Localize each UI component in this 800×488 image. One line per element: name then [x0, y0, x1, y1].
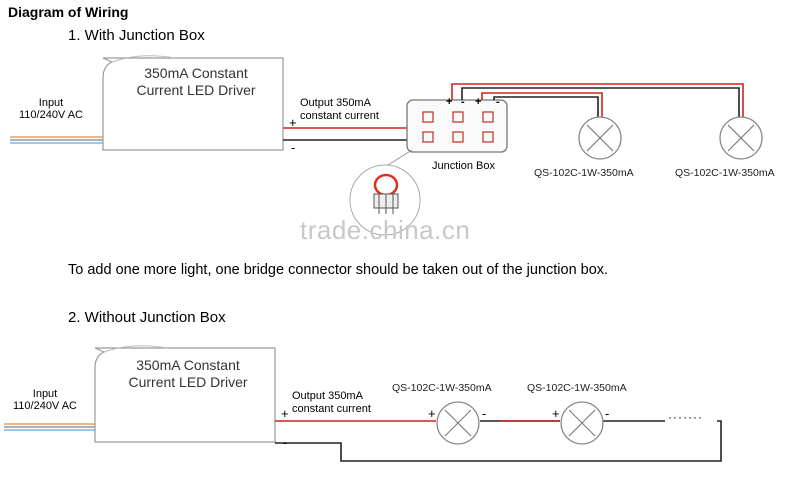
section1-heading: 1. With Junction Box	[68, 27, 205, 44]
section1-light1-label: QS-102C-1W-350mA	[534, 167, 634, 179]
light-1	[578, 116, 622, 160]
junction-terminals	[422, 111, 494, 143]
section2-input-line1: Input	[32, 388, 58, 400]
diagram-title: Diagram of Wiring	[8, 4, 129, 20]
series-light2-plus: +	[552, 406, 560, 421]
jb-plus-1: +	[446, 96, 453, 108]
series-light1-minus: -	[482, 406, 487, 421]
section1-driver-line1: 350mA Constant	[144, 65, 248, 81]
section1-input-line1: Input	[38, 97, 64, 109]
neutral-wire-to-light1	[493, 96, 599, 117]
driver-box-1	[102, 57, 284, 151]
section2-output-line2: constant current	[292, 403, 371, 415]
series-light-2	[560, 401, 604, 445]
section1-driver-label: 350mA Constant Current LED Driver	[112, 65, 280, 99]
section1-light2-label: QS-102C-1W-350mA	[675, 167, 775, 179]
section2-heading: 2. Without Junction Box	[68, 309, 226, 326]
live-wire-to-light2	[451, 83, 744, 117]
section2-driver-line2: Current LED Driver	[128, 374, 248, 390]
return-neutral-wire	[275, 420, 722, 462]
series-light-1	[436, 401, 480, 445]
series-light2-minus: -	[605, 406, 610, 421]
junction-box-label: Junction Box	[432, 160, 495, 172]
section1-input-line2: 110/240V AC	[18, 109, 83, 121]
section1-output-label: Output 350mA constant current	[300, 97, 379, 123]
section1-minus-sign: -	[291, 140, 296, 155]
jb-minus-1: -	[461, 96, 465, 108]
section2-output-label: Output 350mA constant current	[292, 390, 371, 416]
junction-note: To add one more light, one bridge connec…	[68, 262, 609, 278]
neutral-wire-to-light2	[461, 87, 740, 117]
section2-driver-line1: 350mA Constant	[136, 357, 240, 373]
section2-output-line1: Output 350mA	[292, 390, 363, 402]
junction-box	[406, 99, 508, 153]
section2-input-line2: 110/240V AC	[12, 400, 77, 412]
section2-minus-sign: -	[283, 435, 288, 450]
section1-output-line1: Output 350mA	[300, 97, 371, 109]
section2-input-label: Input 110/240V AC	[4, 388, 86, 412]
jb-plus-2: +	[475, 96, 482, 108]
bridge-connector-callout	[349, 149, 421, 236]
ac-input-wires-1	[10, 136, 105, 144]
section2-light1-label: QS-102C-1W-350mA	[392, 382, 492, 394]
light-2	[719, 116, 763, 160]
section2-plus-sign: +	[281, 406, 289, 421]
section1-input-label: Input 110/240V AC	[10, 97, 92, 121]
series-light1-plus: +	[428, 406, 436, 421]
live-wire-to-light1	[481, 92, 603, 117]
driver-box-2	[94, 347, 276, 443]
section2-light2-label: QS-102C-1W-350mA	[527, 382, 627, 394]
section1-output-line2: constant current	[300, 110, 379, 122]
watermark: trade.china.cn	[300, 215, 471, 245]
section2-driver-label: 350mA Constant Current LED Driver	[104, 357, 272, 391]
jb-minus-2: -	[496, 96, 500, 108]
section1-plus-sign: +	[289, 115, 297, 130]
section1-driver-line2: Current LED Driver	[136, 82, 256, 98]
series-continuation-dots: ·······	[668, 410, 703, 424]
ac-input-wires-2	[4, 423, 97, 431]
